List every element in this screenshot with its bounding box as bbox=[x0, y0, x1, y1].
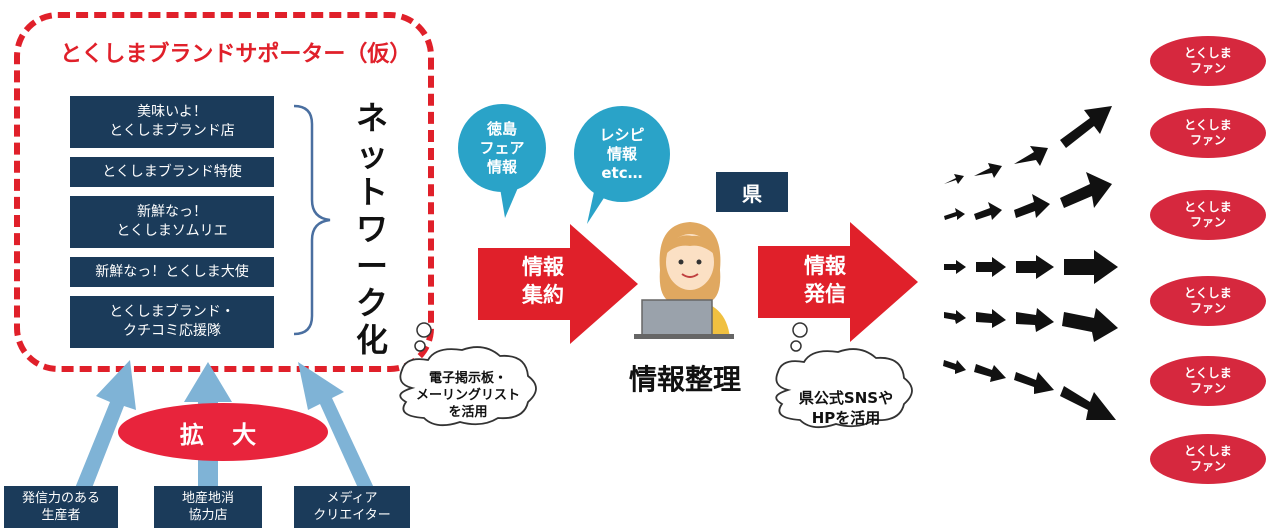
fan-oval-2: とくしま ファン bbox=[1150, 108, 1266, 158]
supporter-item-brand-envoy: とくしまブランド特使 bbox=[70, 157, 274, 187]
dispatch-arrow bbox=[758, 222, 918, 342]
collect-arrow bbox=[478, 224, 638, 344]
supporter-group-box bbox=[14, 12, 434, 372]
cloud-sns-hp: 県公式SNSや HPを活用 bbox=[798, 389, 894, 427]
bubble-tokushima-fair: 徳島 フェア 情報 bbox=[458, 104, 546, 192]
source-local-stores: 地産地消 協力店 bbox=[154, 486, 262, 528]
supporter-item-brand-shop: 美味いよ！ とくしまブランド店 bbox=[70, 96, 274, 148]
bubble-recipe-info: レシピ 情報 etc… bbox=[574, 106, 670, 202]
fan-oval-5: とくしま ファン bbox=[1150, 356, 1266, 406]
cloud-bbs-mailinglist: 電子掲示板・ メーリングリスト を活用 bbox=[415, 371, 520, 420]
fan-oval-1: とくしま ファン bbox=[1150, 36, 1266, 86]
fan-oval-3: とくしま ファン bbox=[1150, 190, 1266, 240]
thought-cloud-icon bbox=[775, 322, 913, 429]
source-media-creators: メディア クリエイター bbox=[294, 486, 410, 528]
fan-oval-4: とくしま ファン bbox=[1150, 276, 1266, 326]
supporter-item-sommelier: 新鮮なっ！ とくしまソムリエ bbox=[70, 196, 274, 248]
expand-label: 拡 大 bbox=[118, 403, 328, 461]
supporter-item-word-of-mouth: とくしまブランド・ クチコミ応援隊 bbox=[70, 296, 274, 348]
network-bracket bbox=[293, 104, 331, 336]
collect-label: 情報 集約 bbox=[522, 255, 564, 307]
dispatch-label: 情報 発信 bbox=[804, 254, 846, 306]
network-label: ネ ッ ト ワ ー ク 化 bbox=[355, 99, 388, 359]
woman-at-laptop-icon bbox=[634, 222, 734, 339]
source-producers: 発信力のある 生産者 bbox=[4, 486, 118, 528]
supporter-title: とくしまブランドサポーター（仮） bbox=[60, 42, 412, 67]
supporter-item-ambassador: 新鮮なっ！とくしま大使 bbox=[70, 257, 274, 287]
fan-oval-6: とくしま ファン bbox=[1150, 434, 1266, 484]
prefecture-label: 県 bbox=[716, 172, 788, 212]
info-organize-label: 情報整理 bbox=[628, 363, 741, 396]
thought-cloud-icon bbox=[399, 322, 537, 427]
fan-arrow-group bbox=[943, 106, 1118, 420]
